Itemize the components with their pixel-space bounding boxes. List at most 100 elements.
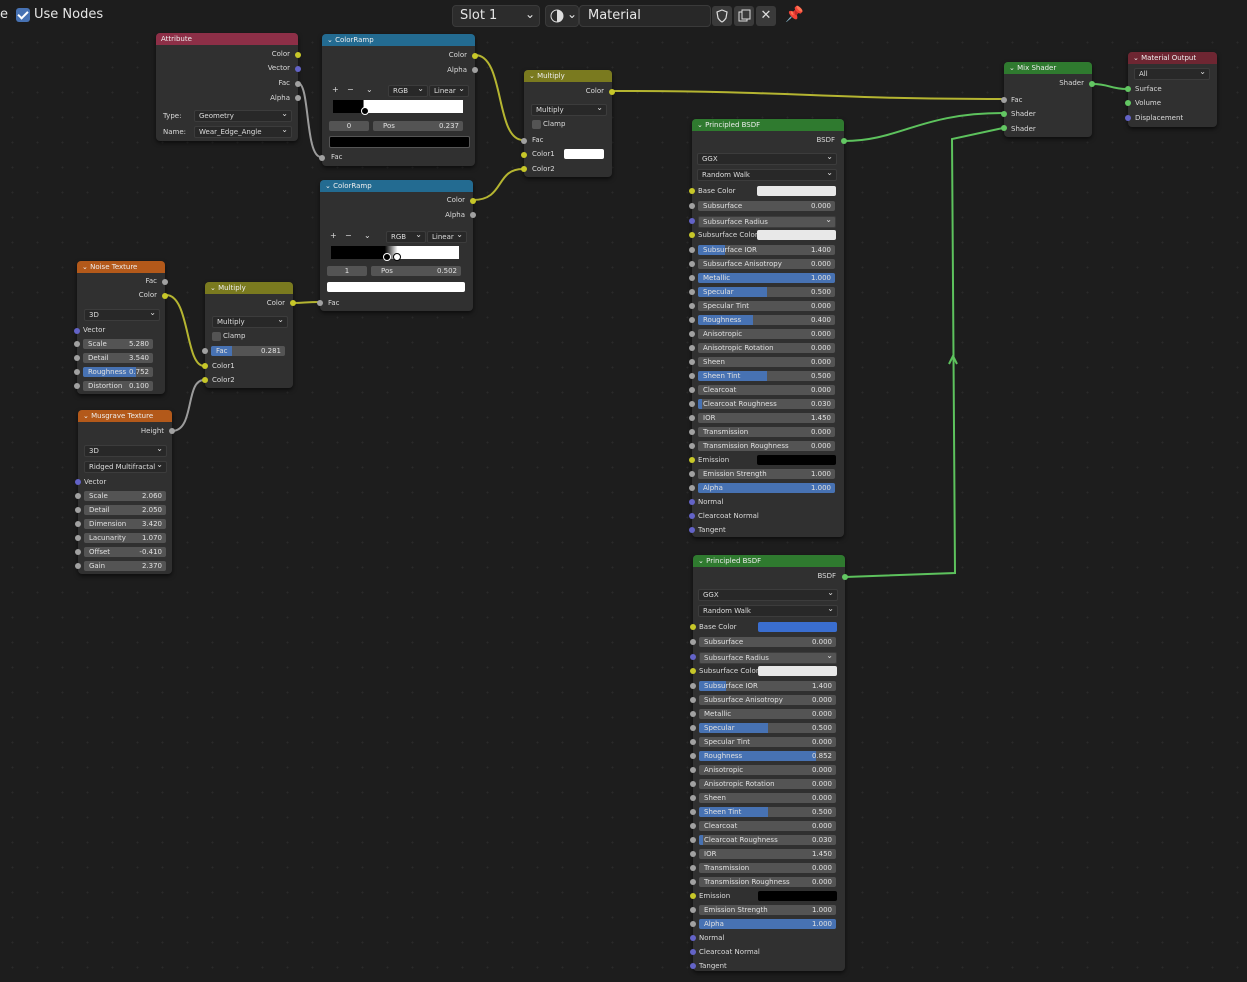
node-header[interactable]: ⌄ Multiply [524,70,612,82]
principled-bsdf-node-2[interactable]: ⌄ Principled BSDFBSDFGGXRandom WalkBase … [690,555,848,971]
node-header[interactable]: ⌄ ColorRamp [322,34,475,46]
remove-stop-button[interactable]: − [347,85,354,94]
collapse-chevron-icon[interactable]: ⌄ [325,182,334,190]
value-field[interactable]: Offset-0.410 [84,547,166,557]
input-socket[interactable] [74,383,80,389]
input-socket[interactable] [689,527,695,533]
input-socket[interactable] [690,879,696,885]
output-socket[interactable] [295,95,301,101]
input-socket[interactable] [317,300,323,306]
input-socket[interactable] [74,355,80,361]
add-stop-button[interactable]: + [330,231,337,240]
input-socket[interactable] [202,377,208,383]
interpolation-dropdown[interactable]: Linear [427,230,467,243]
dimensions-dropdown[interactable]: 3D [84,308,160,321]
node-header[interactable]: ⌄ Mix Shader [1004,62,1092,74]
input-socket[interactable] [74,328,80,334]
input-socket[interactable] [690,837,696,843]
color-mode-dropdown[interactable]: RGB [388,84,428,97]
chevron-down-icon[interactable]: ⌄ [364,231,371,240]
input-socket[interactable] [690,683,696,689]
blend-mode-dropdown[interactable]: Multiply [531,103,607,116]
material-browse-button[interactable]: ⌄ [545,5,579,27]
input-socket[interactable] [75,479,81,485]
collapse-chevron-icon[interactable]: ⌄ [529,72,538,80]
attribute-name-field[interactable]: Wear_Edge_Angle [194,125,292,138]
input-socket[interactable] [690,668,696,674]
output-socket[interactable] [470,198,476,204]
input-socket[interactable] [690,767,696,773]
output-socket[interactable] [1089,81,1095,87]
input-socket[interactable] [690,823,696,829]
input-socket[interactable] [689,232,695,238]
input-socket[interactable] [1125,100,1131,106]
subsurface-method-dropdown[interactable]: Random Walk [697,168,837,181]
input-socket[interactable] [521,138,527,144]
input-socket[interactable] [521,152,527,158]
input-socket[interactable] [689,289,695,295]
clamp-checkbox[interactable] [532,120,541,129]
input-socket[interactable] [689,261,695,267]
collapse-chevron-icon[interactable]: ⌄ [83,412,92,420]
type-dropdown[interactable]: Geometry [194,109,292,122]
musgrave-type-dropdown[interactable]: Ridged Multifractal [84,460,167,473]
chevron-down-icon[interactable]: ⌄ [366,85,373,94]
principled-bsdf-node-1[interactable]: ⌄ Principled BSDFBSDFGGXRandom WalkBase … [689,119,847,537]
input-socket[interactable] [690,639,696,645]
attribute-node[interactable]: Attribute Color Vector Fac Alpha Type: G… [156,33,301,141]
input-socket[interactable] [689,345,695,351]
base-color-swatch[interactable] [757,186,836,196]
input-socket[interactable] [689,429,695,435]
subsurface-method-dropdown[interactable]: Random Walk [698,604,838,617]
input-socket[interactable] [75,507,81,513]
musgrave-texture-node[interactable]: ⌄ Musgrave Texture Height 3D Ridged Mult… [75,410,175,574]
node-header[interactable]: ⌄ Principled BSDF [692,119,844,131]
input-socket[interactable] [690,739,696,745]
collapse-chevron-icon[interactable]: ⌄ [698,557,707,565]
subsurface-radius-dropdown[interactable]: Subsurface Radius [698,215,836,228]
output-socket[interactable] [162,293,168,299]
input-socket[interactable] [75,521,81,527]
input-socket[interactable] [75,563,81,569]
input-socket[interactable] [690,949,696,955]
output-socket[interactable] [841,138,847,144]
dimensions-dropdown[interactable]: 3D [84,444,167,457]
input-socket[interactable] [74,369,80,375]
input-socket[interactable] [689,443,695,449]
subsurface-color-swatch[interactable] [758,666,837,676]
input-socket[interactable] [319,155,325,161]
node-header[interactable]: ⌄ Material Output [1128,52,1217,64]
interpolation-dropdown[interactable]: Linear [429,84,469,97]
ramp-stop-handle[interactable] [361,107,369,115]
collapse-chevron-icon[interactable]: ⌄ [1133,54,1142,62]
output-socket[interactable] [162,279,168,285]
ramp-stop-handle[interactable] [383,253,391,261]
distribution-dropdown[interactable]: GGX [697,152,837,165]
input-socket[interactable] [690,893,696,899]
input-socket[interactable] [1125,115,1131,121]
color-ramp-bar[interactable] [333,100,463,113]
material-output-node[interactable]: ⌄ Material Output All Surface Volume Dis… [1125,52,1217,127]
color-ramp-bar[interactable] [331,246,459,259]
input-socket[interactable] [690,795,696,801]
input-socket[interactable] [690,654,696,660]
emission-color-swatch[interactable] [758,891,837,901]
collapse-chevron-icon[interactable]: ⌄ [82,263,91,271]
subsurface-radius-dropdown[interactable]: Subsurface Radius [699,651,837,664]
input-socket[interactable] [690,851,696,857]
